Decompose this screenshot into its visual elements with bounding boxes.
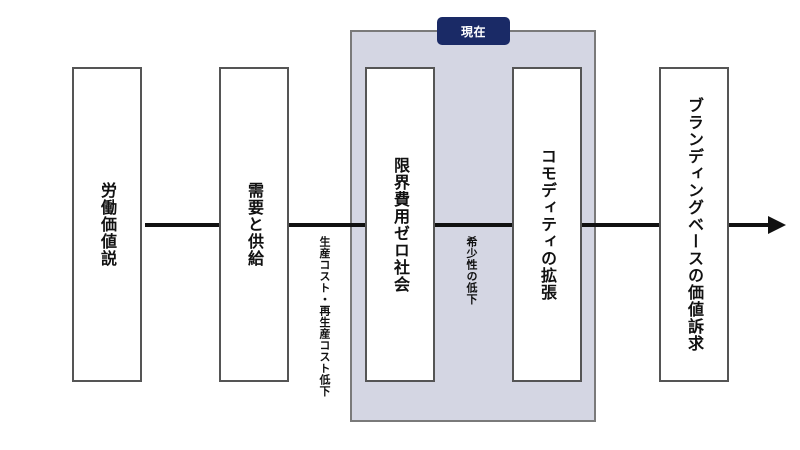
stage-label: 需要と供給 (245, 182, 264, 267)
stage-box-branding-based-value-appeal: ブランディングベースの価値訴求 (659, 67, 729, 382)
stage-label: ブランディングベースの価値訴求 (685, 97, 704, 352)
stage-label: コモディティの拡張 (538, 148, 557, 301)
stage-box-zero-marginal-cost-society: 限界費用ゼロ社会 (365, 67, 435, 382)
stage-label: 労働価値説 (98, 182, 117, 267)
transition-label-cost-reduction: 生産コスト・再生産コスト低下 (318, 236, 331, 397)
stage-box-labor-theory-of-value: 労働価値説 (72, 67, 142, 382)
timeline-arrow-line (145, 223, 770, 227)
stage-box-supply-and-demand: 需要と供給 (219, 67, 289, 382)
transition-label-scarcity-decline: 希少性の低下 (465, 236, 478, 305)
stage-label: 限界費用ゼロ社会 (391, 156, 410, 293)
stage-box-commoditization-expansion: コモディティの拡張 (512, 67, 582, 382)
timeline-arrowhead-icon (768, 216, 786, 234)
current-badge: 現在 (437, 17, 510, 45)
